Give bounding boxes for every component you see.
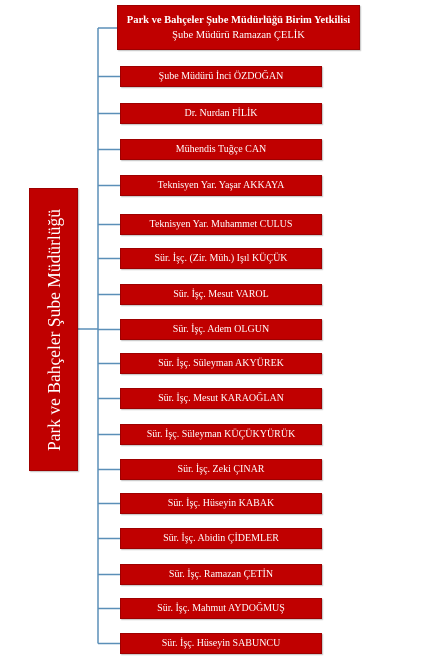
- head-box: Park ve Bahçeler Şube Müdürlüğü Birim Ye…: [117, 5, 360, 50]
- staff-label: Sür. İşç. Mahmut AYDOĞMUŞ: [157, 603, 285, 614]
- staff-box: Sür. İşç. Mesut VAROL: [120, 284, 322, 305]
- staff-label: Sür. İşç. Hüseyin KABAK: [167, 498, 275, 509]
- staff-box: Teknisyen Yar. Muhammet CULUS: [120, 214, 322, 235]
- staff-label: Sür. İşç. (Zir. Müh.) Işıl KÜÇÜK: [154, 253, 288, 264]
- head-name: Şube Müdürü Ramazan ÇELİK: [172, 29, 305, 41]
- staff-box: Sür. İşç. Süleyman AKYÜREK: [120, 353, 322, 374]
- staff-label: Dr. Nurdan FİLİK: [184, 108, 258, 119]
- staff-label: Sür. İşç. Mesut VAROL: [173, 289, 269, 300]
- staff-box: Sür. İşç. (Zir. Müh.) Işıl KÜÇÜK: [120, 248, 322, 269]
- staff-label: Mühendis Tuğçe CAN: [175, 144, 267, 155]
- staff-label: Teknisyen Yar. Muhammet CULUS: [149, 219, 293, 230]
- staff-label: Şube Müdürü İnci ÖZDOĞAN: [158, 71, 284, 82]
- staff-box: Mühendis Tuğçe CAN: [120, 139, 322, 160]
- staff-box: Sür. İşç. Ramazan ÇETİN: [120, 564, 322, 585]
- department-label: Park ve Bahçeler Şube Müdürlüğü: [43, 208, 64, 451]
- staff-box: Sür. İşç. Adem OLGUN: [120, 319, 322, 340]
- department-box: Park ve Bahçeler Şube Müdürlüğü: [29, 188, 78, 471]
- staff-label: Sür. İşç. Süleyman AKYÜREK: [158, 358, 284, 369]
- staff-label: Sür. İşç. Abidin ÇİDEMLER: [163, 533, 279, 544]
- staff-box: Sür. İşç. Mesut KARAOĞLAN: [120, 388, 322, 409]
- staff-box: Sür. İşç. Hüseyin SABUNCU: [120, 633, 322, 654]
- head-title: Park ve Bahçeler Şube Müdürlüğü Birim Ye…: [126, 14, 351, 26]
- staff-box: Sür. İşç. Hüseyin KABAK: [120, 493, 322, 514]
- staff-label: Sür. İşç. Ramazan ÇETİN: [168, 569, 274, 580]
- staff-label: Sür. İşç. Süleyman KÜÇÜKYÜRÜK: [146, 429, 296, 440]
- staff-box: Dr. Nurdan FİLİK: [120, 103, 322, 124]
- staff-box: Sür. İşç. Süleyman KÜÇÜKYÜRÜK: [120, 424, 322, 445]
- staff-label: Sür. İşç. Mesut KARAOĞLAN: [158, 393, 284, 404]
- staff-box: Teknisyen Yar. Yaşar AKKAYA: [120, 175, 322, 196]
- staff-box: Sür. İşç. Zeki ÇINAR: [120, 459, 322, 480]
- staff-label: Sür. İşç. Hüseyin SABUNCU: [161, 638, 281, 649]
- staff-label: Sür. İşç. Adem OLGUN: [172, 324, 270, 335]
- staff-label: Sür. İşç. Zeki ÇINAR: [177, 464, 265, 475]
- staff-box: Sür. İşç. Mahmut AYDOĞMUŞ: [120, 598, 322, 619]
- staff-box: Şube Müdürü İnci ÖZDOĞAN: [120, 66, 322, 87]
- staff-label: Teknisyen Yar. Yaşar AKKAYA: [157, 180, 285, 191]
- staff-box: Sür. İşç. Abidin ÇİDEMLER: [120, 528, 322, 549]
